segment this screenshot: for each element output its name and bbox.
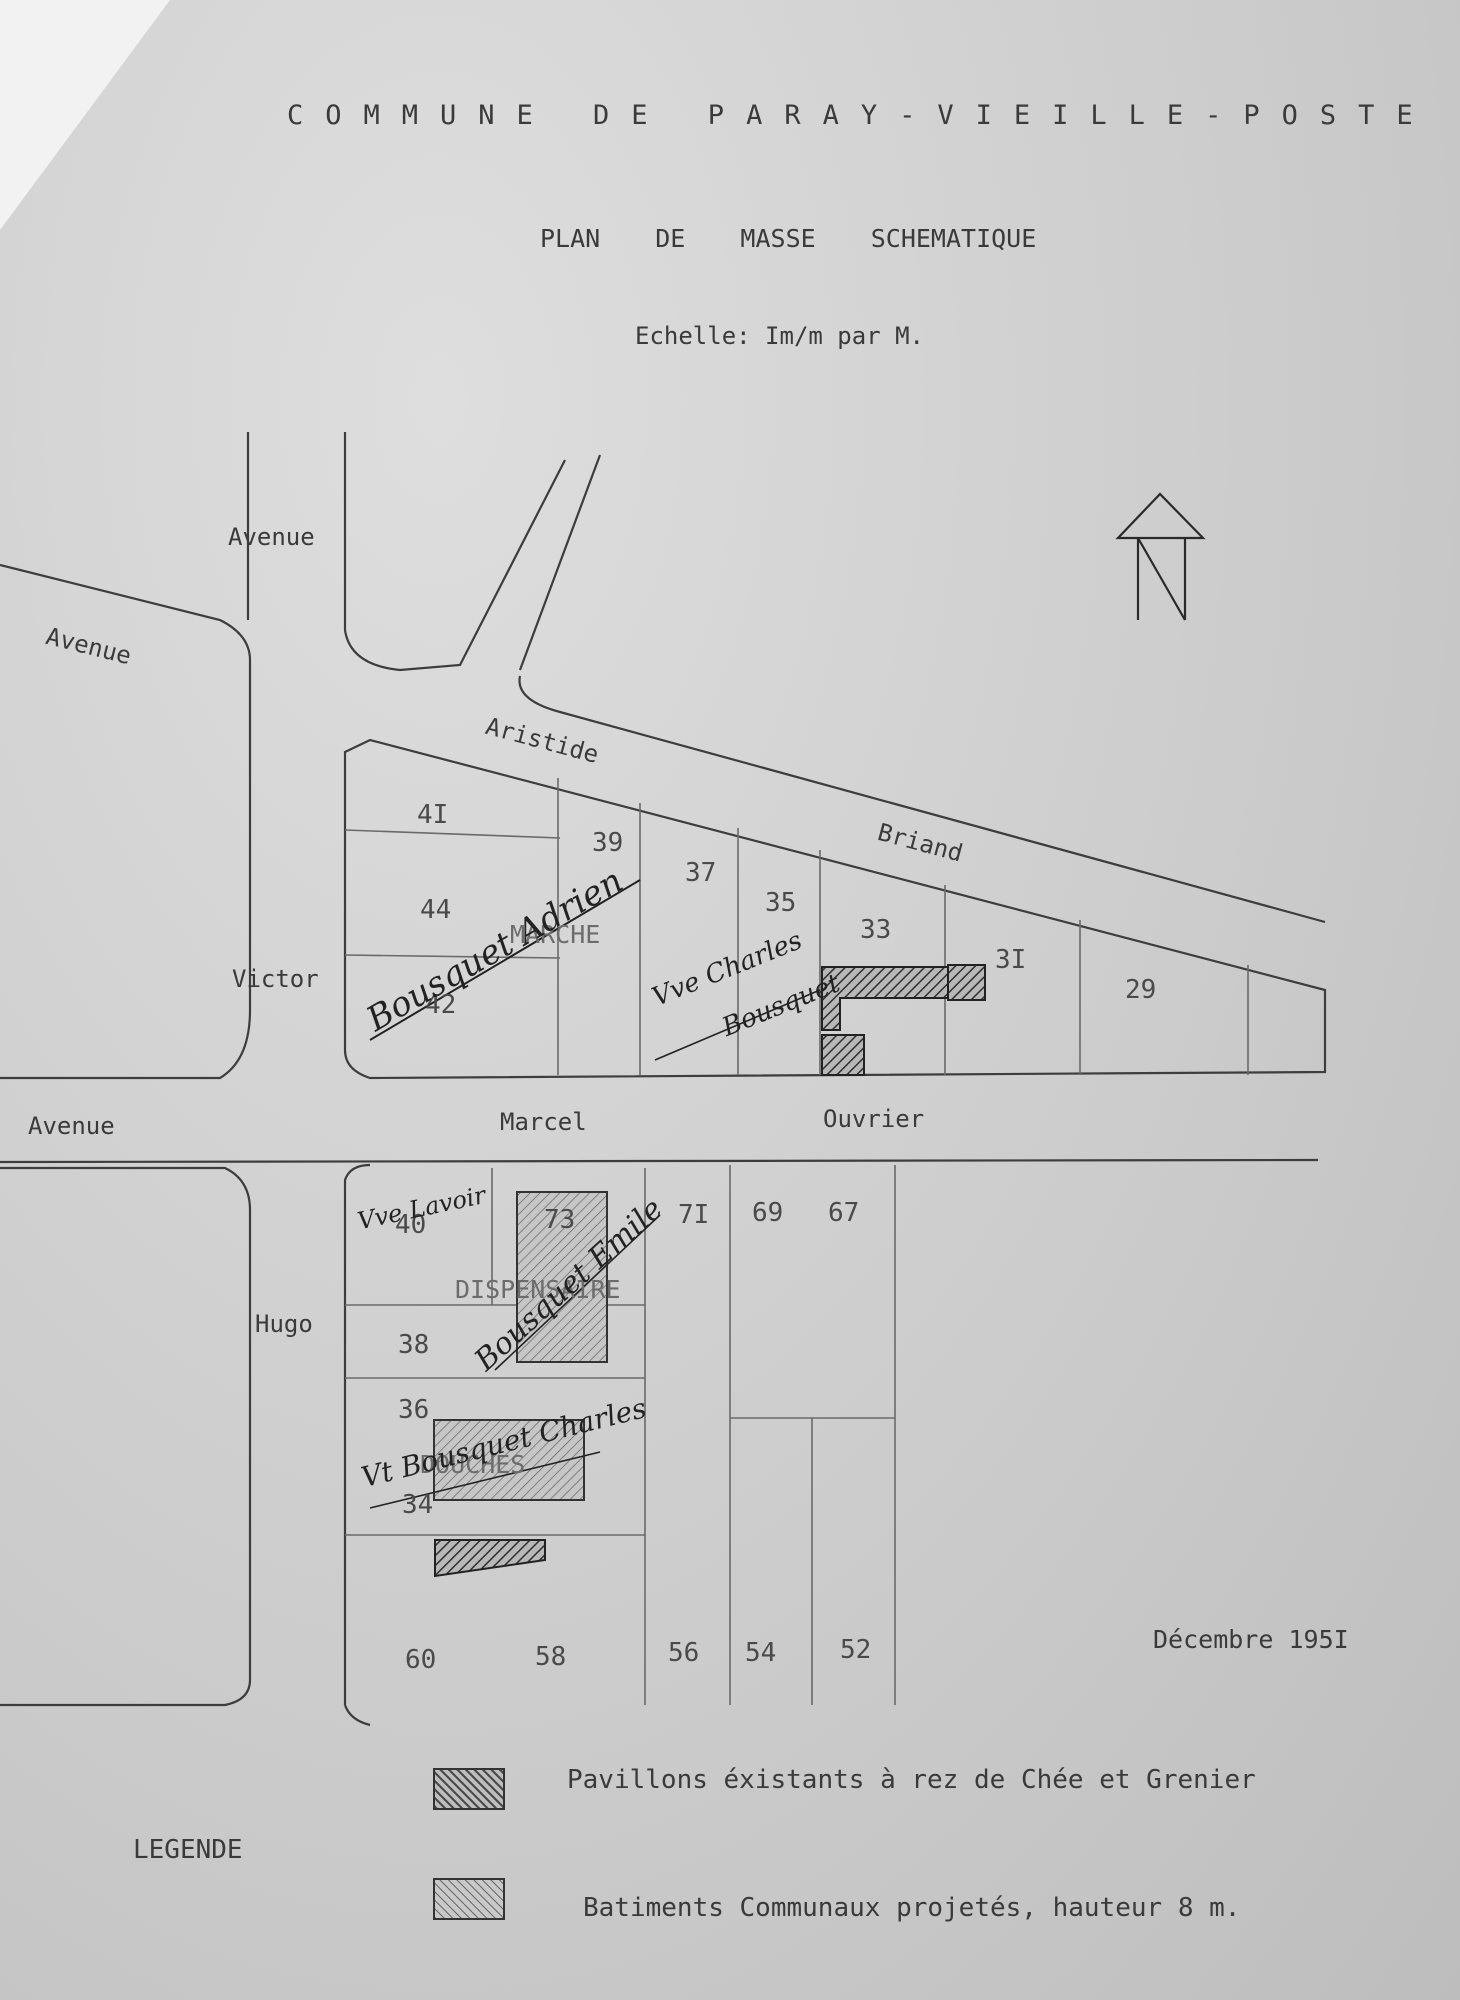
- lot-36: 36: [398, 1395, 430, 1425]
- diagonal-road-east: [518, 454, 602, 671]
- legend-swatch-planned: [433, 1878, 505, 1920]
- legend-existing-label: Pavillons éxistants à rez de Chée et Gre…: [567, 1765, 1256, 1795]
- existing-pavilion-33-south: [821, 1034, 865, 1076]
- aristide-briand-south-edge: [518, 675, 1326, 924]
- lot-58: 58: [535, 1642, 567, 1672]
- scale-label: Echelle: Im/m par M.: [635, 322, 924, 350]
- handwriting-strokes: [369, 879, 821, 1509]
- lot-54: 54: [745, 1638, 777, 1668]
- lot-lines-south: [345, 1165, 896, 1705]
- street-avenue-bottom: Avenue: [28, 1112, 115, 1140]
- building-label-douches: DOUCHES: [420, 1450, 526, 1479]
- lot-40: 40: [395, 1210, 427, 1240]
- existing-pavilion-31-east: [947, 964, 986, 1001]
- south-block-outline: [343, 1163, 371, 1727]
- street-avenue-top: Avenue: [228, 523, 315, 551]
- lot-38: 38: [398, 1330, 430, 1360]
- lot-69: 69: [752, 1198, 784, 1228]
- legend-planned-label: Batiments Communaux projetés, hauteur 8 …: [583, 1893, 1241, 1923]
- lot-52: 52: [840, 1635, 872, 1665]
- street-marcel: Marcel: [500, 1108, 587, 1136]
- avenue-top-east-road: [343, 432, 566, 672]
- lot-34: 34: [402, 1490, 434, 1520]
- lot-56: 56: [668, 1638, 700, 1668]
- street-ouvrier: Ouvrier: [823, 1105, 925, 1133]
- lot-lines-north: [344, 778, 1249, 1075]
- planned-buildings: [433, 1191, 608, 1501]
- lot-71: 7I: [678, 1200, 710, 1230]
- lot-60: 60: [405, 1645, 437, 1675]
- north-arrow-icon: [1115, 492, 1206, 621]
- south-west-block: [0, 1166, 252, 1707]
- road-lines: [0, 432, 1327, 1727]
- folded-corner: [0, 0, 170, 230]
- existing-pavilion-south-block: [434, 1539, 546, 1578]
- legend-swatch-existing: [433, 1768, 505, 1810]
- planned-dispensaire: [516, 1191, 608, 1363]
- building-label-dispensaire: DISPENSAIRE: [455, 1275, 621, 1304]
- commune-title: COMMUNE DE PARAY-VIEILLE-POSTE: [287, 100, 1435, 131]
- plan-title: PLAN DE MASSE SCHEMATIQUE: [540, 224, 1037, 253]
- lot-37: 37: [685, 858, 717, 888]
- lot-73: 73: [544, 1205, 576, 1235]
- lot-35: 35: [765, 888, 797, 918]
- avenue-top-left-edge: [0, 563, 252, 1080]
- plan-date: Décembre 195I: [1153, 1625, 1349, 1654]
- street-hugo: Hugo: [255, 1310, 313, 1338]
- lot-42: 42: [425, 990, 457, 1020]
- lot-44: 44: [420, 895, 452, 925]
- existing-pavilions: [434, 964, 986, 1578]
- legend-title: LEGENDE: [133, 1835, 243, 1865]
- street-victor: Victor: [232, 965, 319, 993]
- lot-31: 3I: [995, 945, 1027, 975]
- lot-29: 29: [1125, 975, 1157, 1005]
- marcel-ouvrier-south-edge: [0, 1158, 1319, 1164]
- building-label-marche: MARCHE: [510, 920, 601, 949]
- lot-39: 39: [592, 828, 624, 858]
- lot-41: 4I: [417, 800, 449, 830]
- lot-33: 33: [860, 915, 892, 945]
- lot-67: 67: [828, 1198, 860, 1228]
- north-block-outline: [343, 738, 1327, 1080]
